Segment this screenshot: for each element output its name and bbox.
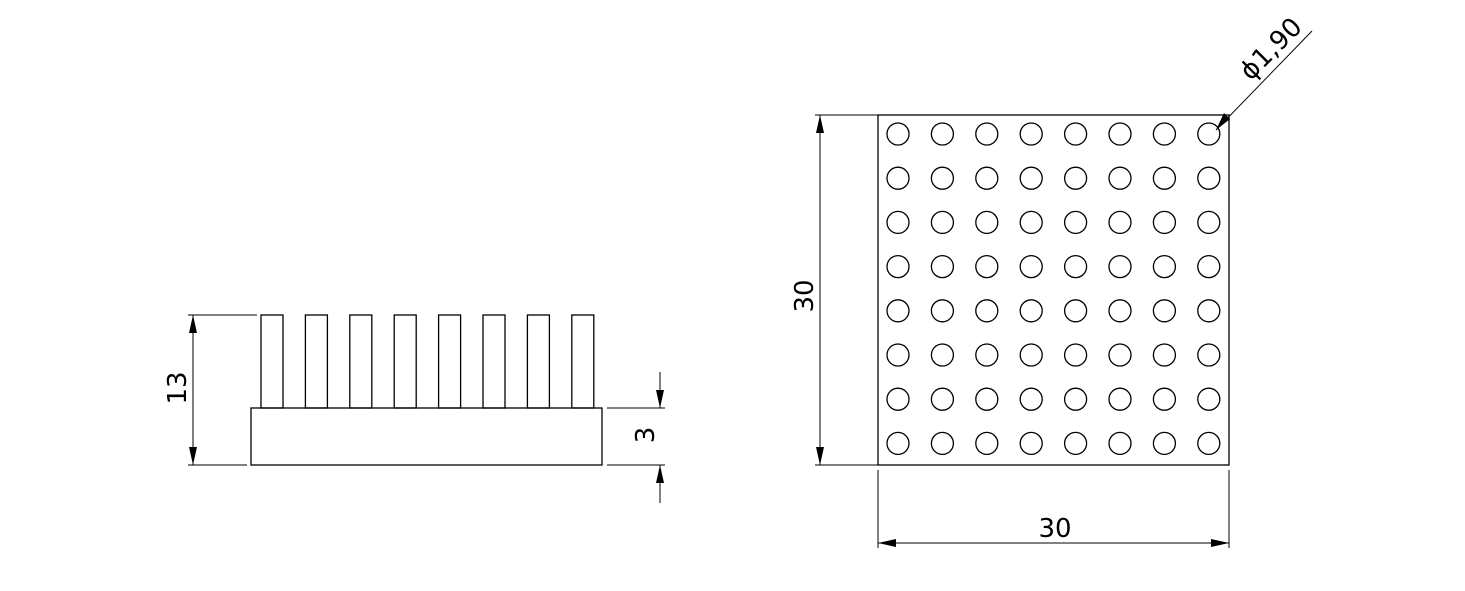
pin-hole-circle (886, 210, 910, 235)
pin-hole-circle (975, 254, 999, 279)
side-pin (482, 314, 506, 409)
side-view: 13 3 (163, 314, 665, 503)
pin-hole-circle (1197, 387, 1221, 411)
pin-hole-circle (1108, 122, 1132, 146)
side-pin (260, 314, 284, 409)
pin-hole-circle (1197, 254, 1221, 279)
pin-hole-circle (930, 299, 955, 323)
dimension-total-height: 13 (163, 314, 257, 466)
pin-hole-circle (1019, 166, 1043, 190)
dimension-text-30-horizontal: 30 (1038, 514, 1071, 544)
dimension-text-13: 13 (163, 371, 193, 404)
pin-hole-circle (1063, 210, 1088, 235)
pin-hole-circle (1108, 431, 1132, 456)
pin-hole-circle (886, 166, 910, 190)
pin-hole-circle (1063, 122, 1088, 146)
pin-hole-circle (930, 210, 955, 235)
pin-hole-circle (930, 254, 955, 279)
pin-hole-circle (1063, 431, 1088, 456)
pin-hole-circle (1108, 210, 1132, 235)
pin-hole-circle (930, 166, 955, 190)
side-pins (260, 314, 595, 409)
pin-hole-circle (975, 122, 999, 146)
pin-hole-circle (1197, 343, 1221, 367)
pin-hole-circle (1063, 343, 1088, 367)
pin-hole-circle (886, 122, 910, 146)
pin-hole-circle (1197, 210, 1221, 235)
pin-hole-circle (930, 431, 955, 456)
pin-hole-circle (1019, 299, 1043, 323)
pin-hole-circle (1108, 387, 1132, 411)
dimension-text-3: 3 (631, 427, 661, 444)
pin-hole-circle (1019, 431, 1043, 456)
pin-hole-circle (1019, 343, 1043, 367)
pin-hole-circle (1063, 299, 1088, 323)
dimension-base-height: 3 (607, 372, 665, 503)
pin-hole-circle (930, 387, 955, 411)
dimension-text-30-vertical: 30 (790, 279, 820, 312)
pin-hole-circle (1197, 166, 1221, 190)
pin-hole-circle (1063, 254, 1088, 279)
pin-hole-circle (1197, 299, 1221, 323)
dimension-height: 30 (790, 114, 878, 466)
side-pin (304, 314, 329, 409)
pin-hole-circle (1019, 387, 1043, 411)
pin-hole-circle (1197, 122, 1221, 146)
top-view: 30 30 ϕ1,90 (790, 12, 1313, 548)
pin-hole-circle (1019, 122, 1043, 146)
pin-hole-circle (1063, 387, 1088, 411)
pin-hole-circle (1152, 387, 1177, 411)
pin-hole-circle (1108, 254, 1132, 279)
pin-hole-circle (1019, 254, 1043, 279)
pin-hole-circle (975, 387, 999, 411)
top-pin-grid (886, 122, 1221, 456)
pin-hole-circle (930, 343, 955, 367)
dimension-pin-diameter: ϕ1,90 (1215, 12, 1313, 131)
side-pin (526, 314, 551, 409)
pin-hole-circle (1152, 299, 1177, 323)
pin-hole-circle (886, 431, 910, 456)
pin-hole-circle (930, 122, 955, 146)
pin-hole-circle (1108, 299, 1132, 323)
pin-hole-circle (1152, 210, 1177, 235)
pin-hole-circle (975, 299, 999, 323)
side-pin (437, 314, 462, 409)
side-pin (349, 314, 373, 409)
pin-hole-circle (1152, 254, 1177, 279)
pin-hole-circle (975, 431, 999, 456)
pin-hole-circle (1197, 431, 1221, 456)
base-plate (250, 407, 603, 466)
pin-hole-circle (1063, 166, 1088, 190)
dimension-width: 30 (877, 470, 1230, 548)
pin-hole-circle (1019, 210, 1043, 235)
pin-hole-circle (975, 166, 999, 190)
pin-hole-circle (1108, 166, 1132, 190)
pin-hole-circle (886, 387, 910, 411)
pin-hole-circle (886, 299, 910, 323)
pin-hole-circle (1152, 431, 1177, 456)
dimension-text-diameter: ϕ1,90 (1234, 12, 1308, 86)
pin-hole-circle (1152, 122, 1177, 146)
pin-hole-circle (1108, 343, 1132, 367)
pin-hole-circle (886, 343, 910, 367)
pin-hole-circle (975, 343, 999, 367)
pin-hole-circle (975, 210, 999, 235)
pin-hole-circle (1152, 343, 1177, 367)
pin-hole-circle (886, 254, 910, 279)
top-plate (877, 114, 1230, 466)
side-pin (571, 314, 595, 409)
pin-hole-circle (1152, 166, 1177, 190)
side-pin (393, 314, 417, 409)
